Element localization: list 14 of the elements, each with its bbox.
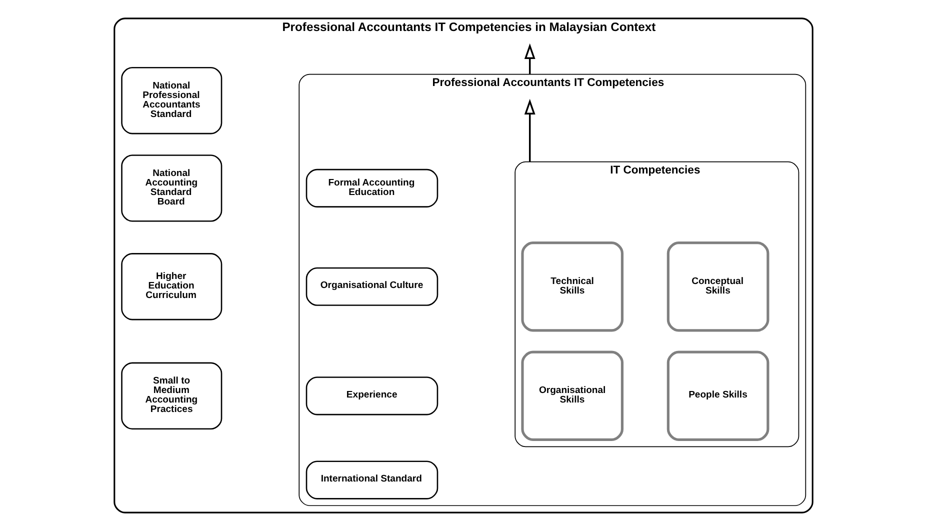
node-box: Organisational Culture [305,267,438,306]
arrow [524,98,535,162]
node-box: Formal Accounting Education [305,168,438,208]
node-box: Conceptual Skills [666,242,769,332]
node-box: People Skills [666,350,769,441]
node-box: International Standard [305,460,438,500]
node-box: National Professional Accountants Standard [120,66,222,134]
node-box: Organisational Skills [520,350,624,441]
arrow [524,43,535,74]
node-box: Technical Skills [520,242,624,332]
node-box: Small to Medium Accounting Practices [120,362,222,430]
node-box: Higher Education Curriculum [120,253,222,320]
node-box: National Accounting Standard Board [120,154,222,222]
node-box: Experience [305,376,438,416]
